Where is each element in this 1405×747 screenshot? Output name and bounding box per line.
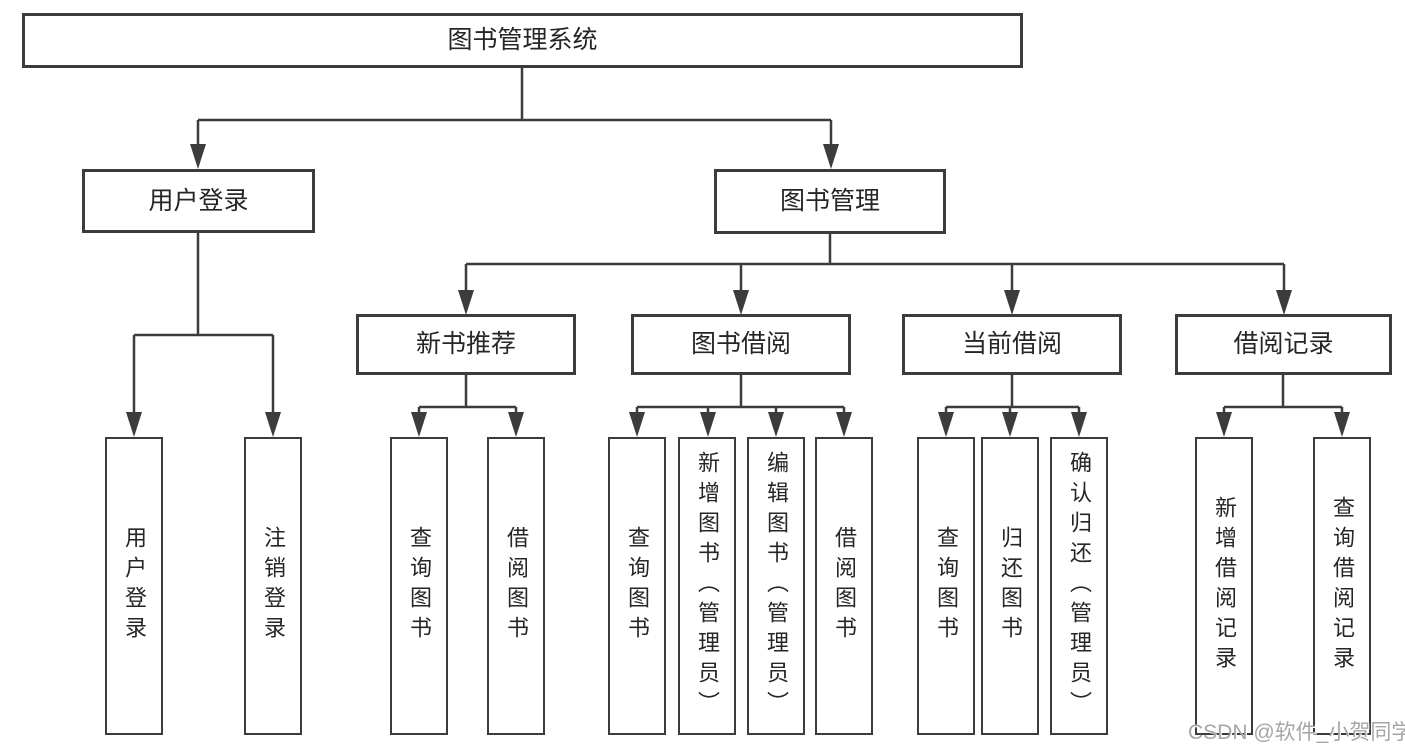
leaf-borrow-book: 借阅图书 (815, 437, 873, 735)
arrowhead-leaf-borrow-book-1 (508, 412, 524, 437)
leaf-add-borrow-record: 新增借阅记录 (1195, 437, 1253, 735)
arrowhead-book-borrow (733, 290, 749, 315)
node-book-borrow: 图书借阅 (631, 314, 851, 375)
arrowhead-leaf-query-book-2 (629, 412, 645, 437)
node-current-borrow: 当前借阅 (902, 314, 1122, 375)
leaf-add-book-admin: 新增图书（管理员） (678, 437, 736, 735)
connector-book-borrow-to-leaves (635, 375, 846, 428)
arrowhead-leaf-edit-book (768, 412, 784, 437)
arrowhead-new-book-recommend (458, 290, 474, 315)
node-system-root: 图书管理系统 (22, 13, 1023, 68)
connector-user-login-to-leaves (132, 233, 275, 428)
leaf-query-book-borrow: 查询图书 (608, 437, 666, 735)
arrowhead-leaf-borrow-book-2 (836, 412, 852, 437)
connector-new-book-recommend-to-leaves (417, 375, 518, 428)
connector-book-management-to-level3 (464, 234, 1286, 306)
node-new-book-recommend: 新书推荐 (356, 314, 576, 375)
leaf-return-book: 归还图书 (981, 437, 1039, 735)
node-user-login: 用户登录 (82, 169, 315, 233)
node-borrow-record: 借阅记录 (1175, 314, 1392, 375)
arrowhead-leaf-logout (265, 412, 281, 437)
arrowhead-user-login (190, 144, 206, 169)
leaf-borrow-book-recommend: 借阅图书 (487, 437, 545, 735)
connector-borrow-record-to-leaves (1222, 375, 1344, 428)
node-book-management: 图书管理 (714, 169, 946, 234)
leaf-edit-book-admin: 编辑图书（管理员） (747, 437, 805, 735)
arrowhead-leaf-confirm-return (1071, 412, 1087, 437)
leaf-confirm-return-admin: 确认归还（管理员） (1050, 437, 1108, 735)
arrowhead-leaf-add-borrow-record (1216, 412, 1232, 437)
arrowhead-leaf-return-book (1002, 412, 1018, 437)
leaf-query-book-recommend: 查询图书 (390, 437, 448, 735)
arrowhead-leaf-query-book-1 (411, 412, 427, 437)
arrowhead-leaf-user-login (126, 412, 142, 437)
leaf-query-book-current: 查询图书 (917, 437, 975, 735)
arrowhead-leaf-query-book-3 (938, 412, 954, 437)
connector-root-to-level2 (196, 68, 833, 160)
arrowhead-leaf-add-book (700, 412, 716, 437)
arrowhead-book-management (823, 144, 839, 169)
leaf-user-login: 用户登录 (105, 437, 163, 735)
leaf-query-borrow-record: 查询借阅记录 (1313, 437, 1371, 735)
arrowhead-current-borrow (1004, 290, 1020, 315)
arrowhead-leaf-query-borrow-record (1334, 412, 1350, 437)
arrowhead-borrow-record (1276, 290, 1292, 315)
csdn-watermark: CSDN @软件_小贺同学 (1188, 721, 1405, 744)
leaf-logout: 注销登录 (244, 437, 302, 735)
